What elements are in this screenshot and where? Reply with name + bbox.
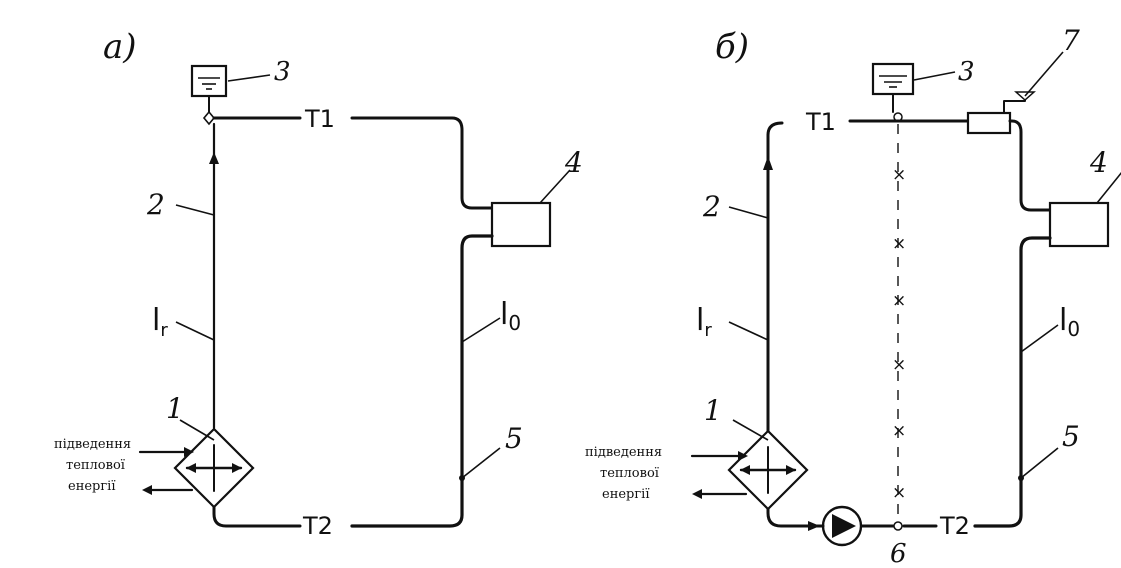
- panel-b-circulation-pump: [821, 505, 863, 547]
- svg-text:×: ×: [892, 165, 906, 185]
- panel-b-heat-supply-text: підведення теплової енергії: [585, 445, 666, 502]
- panel-a-letter: а): [103, 27, 137, 67]
- panel-a-expansion-tank: [190, 64, 228, 126]
- panel-a-tank-label: 3: [274, 57, 291, 87]
- panel-b: б) 3 T1 7 4 T2 l0 5: [585, 24, 1121, 568]
- panel-b-node-6: [893, 521, 903, 531]
- panel-b-air-separator: [966, 111, 1012, 135]
- panel-a-t2-label: T2: [302, 512, 333, 540]
- panel-a-t1-label: T1: [304, 105, 335, 133]
- panel-b-expansion-tank: [871, 62, 915, 122]
- panel-b-t2-label: T2: [939, 512, 970, 540]
- panel-b-heat-exchanger: [727, 429, 809, 511]
- panel-a-return-label: 5: [505, 422, 523, 455]
- panel-a-consumer-box: [490, 201, 552, 248]
- panel-a-lr-label: lr: [152, 303, 168, 341]
- panel-b-lo-label: l0: [1059, 303, 1080, 341]
- panel-b-consumer-label: 4: [1089, 146, 1108, 179]
- panel-a-riser-label: 2: [146, 188, 165, 221]
- panel-b-heater-label: 1: [704, 394, 722, 427]
- panel-b-node-label: 6: [890, 539, 907, 568]
- pump-triangle-icon: [832, 514, 856, 538]
- panel-a-heat-exchanger: [173, 427, 255, 509]
- panel-b-tank-label: 3: [958, 57, 975, 87]
- svg-text:×: ×: [892, 234, 906, 254]
- panel-b-letter: б): [715, 27, 749, 67]
- panel-a-heater-label: 1: [166, 392, 184, 425]
- svg-text:×: ×: [892, 355, 906, 375]
- panel-b-dashed-connection: × × × × × ×: [892, 124, 906, 520]
- panel-b-consumer-box: [1048, 201, 1110, 248]
- panel-b-lr-label: lr: [696, 303, 712, 341]
- panel-b-valve-label: 7: [1062, 24, 1080, 57]
- svg-text:×: ×: [892, 421, 906, 441]
- panel-a: а) 3 T1 4 T2 l0 5 2: [54, 27, 583, 540]
- svg-text:×: ×: [892, 483, 906, 503]
- panel-b-return-label: 5: [1062, 420, 1080, 453]
- panel-b-riser-label: 2: [702, 190, 721, 223]
- panel-a-lo-label: l0: [500, 297, 521, 335]
- panel-a-heat-supply-text: підведення теплової енергії: [54, 437, 135, 494]
- svg-text:×: ×: [892, 291, 906, 311]
- panel-a-consumer-label: 4: [564, 146, 583, 179]
- panel-b-t1-label: T1: [805, 108, 836, 136]
